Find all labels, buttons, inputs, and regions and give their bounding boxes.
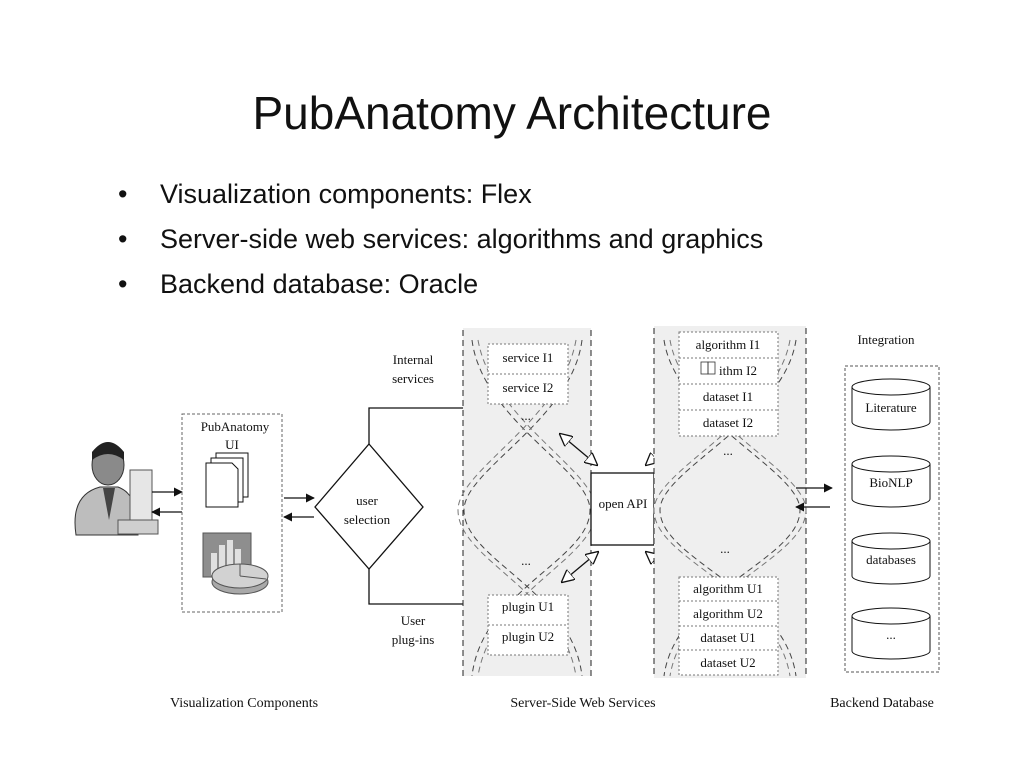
user-person-icon <box>74 442 159 536</box>
arrow-to-services <box>368 403 485 444</box>
dataset-i2: dataset I2 <box>703 415 753 430</box>
ui-label-line1: PubAnatomy <box>201 419 270 434</box>
dataset-u2: dataset U2 <box>700 655 755 670</box>
service-i1: service I1 <box>503 350 554 365</box>
plugin-u1: plugin U1 <box>502 599 554 614</box>
db-databases: databases <box>866 552 916 567</box>
algorithm-i1: algorithm I1 <box>696 337 761 352</box>
integration-label: Integration <box>857 332 915 347</box>
caption-backend: Backend Database <box>830 696 934 711</box>
algorithm-u1: algorithm U1 <box>693 581 763 596</box>
chart-graphic-icon <box>202 532 269 595</box>
caption-visualization: Visualization Components <box>170 696 318 711</box>
internal-services-line1: Internal <box>393 352 434 367</box>
service-i2: service I2 <box>503 380 554 395</box>
database-cylinder <box>851 532 931 585</box>
caption-server-side: Server-Side Web Services <box>510 696 655 711</box>
user-plugins-line2: plug-ins <box>392 632 435 647</box>
open-api-label: open API <box>599 496 648 511</box>
slide-title: PubAnatomy Architecture <box>252 87 772 139</box>
database-cylinder <box>851 607 931 660</box>
arrow-plugins-api <box>562 552 598 582</box>
services-ellipsis: ... <box>521 408 531 423</box>
db-bionlp: BioNLP <box>869 475 912 490</box>
dataset-u1: dataset U1 <box>700 630 755 645</box>
ui-label-line2: UI <box>225 437 239 452</box>
database-box <box>844 365 940 673</box>
bullet-item: • Backend database: Oracle <box>118 262 763 307</box>
algorithms-internal-ellipsis: ... <box>723 443 733 458</box>
bullet-text: Server-side web services: algorithms and… <box>160 224 764 254</box>
algorithm-u2: algorithm U2 <box>693 606 763 621</box>
db-literature: Literature <box>865 400 916 415</box>
bullet-dot: • <box>118 224 128 254</box>
selection-label-line2: selection <box>344 512 391 527</box>
bullet-item: • Server-side web services: algorithms an… <box>118 217 763 262</box>
algorithms-user-ellipsis: ... <box>720 541 730 556</box>
documents-icon <box>205 452 249 508</box>
database-cylinder <box>851 455 931 508</box>
algorithm-i2: ithm I2 <box>719 363 757 378</box>
bullet-dot: • <box>118 269 128 299</box>
bullet-dot: • <box>118 179 128 209</box>
open-api-box <box>590 472 655 546</box>
database-cylinder <box>851 378 931 431</box>
bullet-text: Visualization components: Flex <box>160 179 532 209</box>
missing-glyph-box <box>707 361 716 375</box>
user-plugins-line1: User <box>401 613 426 628</box>
arrow-to-plugins <box>368 569 485 609</box>
ui-box <box>181 413 283 613</box>
plugins-ellipsis: ... <box>521 553 531 568</box>
selection-label-line1: user <box>356 493 378 508</box>
dataset-i1: dataset I1 <box>703 389 753 404</box>
plugin-u2: plugin U2 <box>502 629 554 644</box>
arrow-services-api <box>560 434 597 465</box>
db-ellipsis: ... <box>886 627 896 642</box>
bullet-list: • Visualization components: Flex • Server-… <box>118 172 763 307</box>
bullet-text: Backend database: Oracle <box>160 269 479 299</box>
bullet-item: • Visualization components: Flex <box>118 172 763 217</box>
internal-services-line2: services <box>392 371 434 386</box>
